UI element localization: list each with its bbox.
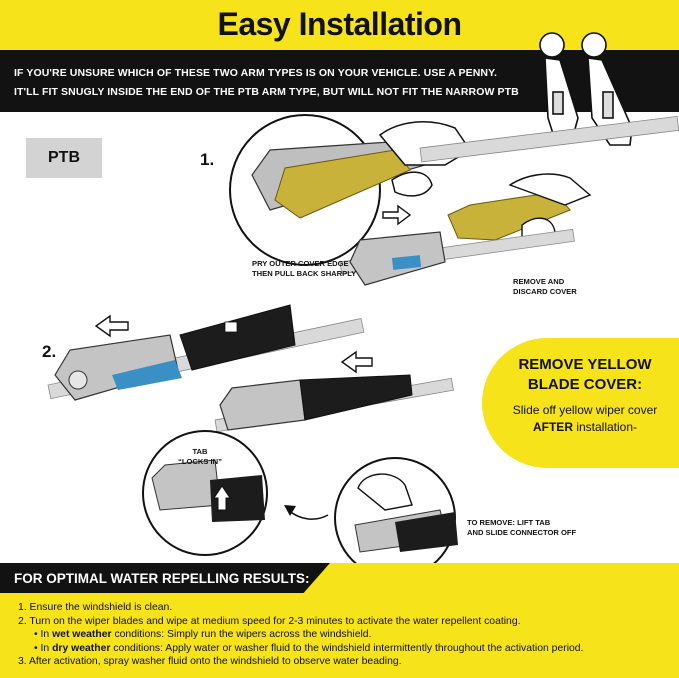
results-heading-bar: FOR OPTIMAL WATER REPELLING RESULTS: <box>0 563 330 593</box>
caption-remove: REMOVE AND DISCARD COVER <box>513 277 577 297</box>
arm-type-label: PTB <box>26 138 102 178</box>
caption-toremove-line-1: TO REMOVE: LIFT TAB <box>467 518 551 527</box>
step-number-2: 2. <box>42 342 57 361</box>
tab-zoom-circle <box>142 430 268 556</box>
callout-title-line-1: REMOVE YELLOW <box>518 356 652 373</box>
result-step-2b: • In dry weather conditions: Apply water… <box>18 642 668 656</box>
dry-weather-label: dry weather <box>52 642 111 654</box>
callout-body-line-1: Slide off yellow wiper cover <box>512 403 658 417</box>
results-heading: FOR OPTIMAL WATER REPELLING RESULTS: <box>14 571 310 586</box>
header-band: Easy Installation <box>0 0 679 50</box>
dry-weather-text: conditions: Apply water or washer fluid … <box>110 642 584 654</box>
caption-pry-line-1: PRY OUTER COVER EDGE <box>252 259 349 268</box>
callout-body-bold: AFTER <box>532 420 573 434</box>
remove-zoom-circle <box>334 457 458 579</box>
arrow-left-icon <box>94 314 129 338</box>
arrow-head-icon <box>284 505 296 516</box>
caption-tab-line-2: “LOCKS IN” <box>178 457 222 466</box>
callout-body-line-2: AFTER installation- <box>500 419 670 436</box>
wet-weather-label: wet weather <box>52 629 112 641</box>
banner-line-1: IF YOU'RE UNSURE WHICH OF THESE TWO ARM … <box>14 67 498 79</box>
callout-title-line-2: BLADE COVER: <box>527 376 643 393</box>
result-step-2a: • In wet weather conditions: Simply run … <box>18 628 668 642</box>
results-steps: 1. Ensure the windshield is clean. 2. Tu… <box>18 601 668 669</box>
caption-tab: TAB “LOCKS IN” <box>175 447 225 467</box>
caption-pry: PRY OUTER COVER EDGE THEN PULL BACK SHAR… <box>252 259 356 279</box>
bullet-dry: • In <box>34 642 53 654</box>
result-step-3: 3. After activation, spray washer fluid … <box>18 656 402 668</box>
caption-toremove-line-2: AND SLIDE CONNECTOR OFF <box>467 528 577 537</box>
step1-zoom-circle <box>229 114 679 266</box>
step1-connector <box>339 228 575 286</box>
banner-line-2: IT'LL FIT SNUGLY INSIDE THE END OF THE P… <box>14 86 519 98</box>
callout-body: Slide off yellow wiper cover AFTER insta… <box>500 402 670 436</box>
remove-cover-callout <box>482 338 679 468</box>
arrow-left-icon <box>340 350 373 374</box>
caption-to-remove: TO REMOVE: LIFT TAB AND SLIDE CONNECTOR … <box>467 518 576 538</box>
curved-arrow-icon <box>287 509 329 520</box>
step2-connector <box>47 304 365 401</box>
step2-assembled <box>214 374 454 433</box>
callout-title: REMOVE YELLOW BLADE COVER: <box>500 355 670 395</box>
caption-remove-line-1: REMOVE AND <box>513 277 565 286</box>
caption-tab-line-1: TAB <box>192 447 208 456</box>
caption-pry-line-2: THEN PULL BACK SHARPLY <box>252 269 357 278</box>
caption-remove-line-2: DISCARD COVER <box>513 287 577 296</box>
callout-body-tail: installation- <box>572 420 638 434</box>
wet-weather-text: conditions: Simply run the wipers across… <box>111 629 372 641</box>
result-step-1: 1. Ensure the windshield is clean. <box>18 602 173 613</box>
result-step-2: 2. Turn on the wiper blades and wipe at … <box>18 615 521 627</box>
step-number-1: 1. <box>200 150 215 169</box>
arrow-right-icon <box>382 204 412 226</box>
arrow-up-icon <box>213 485 231 511</box>
page-title: Easy Installation <box>217 6 462 42</box>
bullet-wet: • In <box>34 629 53 641</box>
